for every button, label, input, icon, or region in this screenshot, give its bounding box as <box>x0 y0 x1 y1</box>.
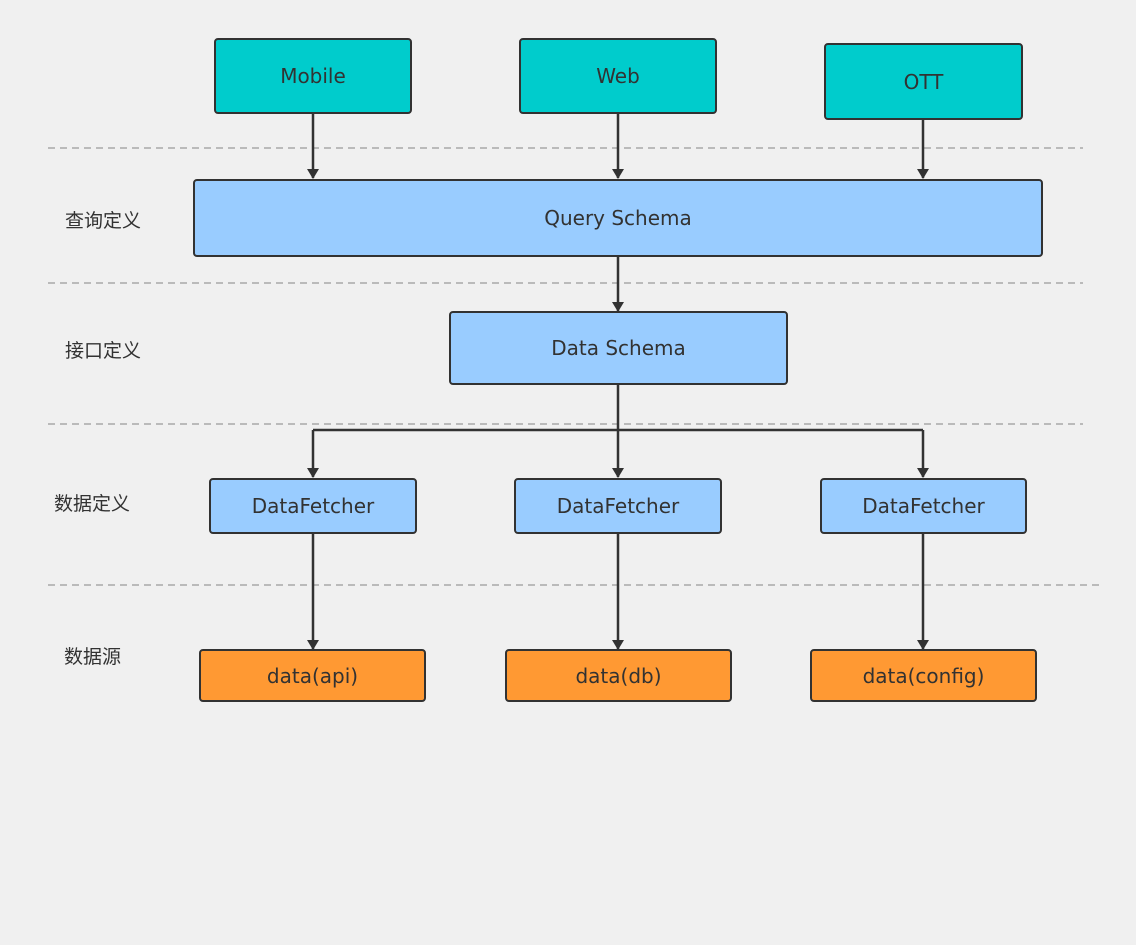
source-node-db: data(db) <box>505 649 732 702</box>
layer-label-interface: 接口定义 <box>65 340 142 362</box>
client-node-mobile: Mobile <box>214 38 412 114</box>
query-schema-node: Query Schema <box>193 179 1043 257</box>
data-schema-node: Data Schema <box>449 311 788 385</box>
layer-label-query: 查询定义 <box>65 210 142 232</box>
source-node-api: data(api) <box>199 649 426 702</box>
datafetcher-node: DataFetcher <box>514 478 722 534</box>
datafetcher-node: DataFetcher <box>209 478 417 534</box>
client-node-web: Web <box>519 38 717 114</box>
datafetcher-node: DataFetcher <box>820 478 1027 534</box>
layer-label-data: 数据定义 <box>54 493 131 515</box>
client-node-ott: OTT <box>824 43 1023 120</box>
source-node-config: data(config) <box>810 649 1037 702</box>
layer-label-source: 数据源 <box>64 646 122 668</box>
